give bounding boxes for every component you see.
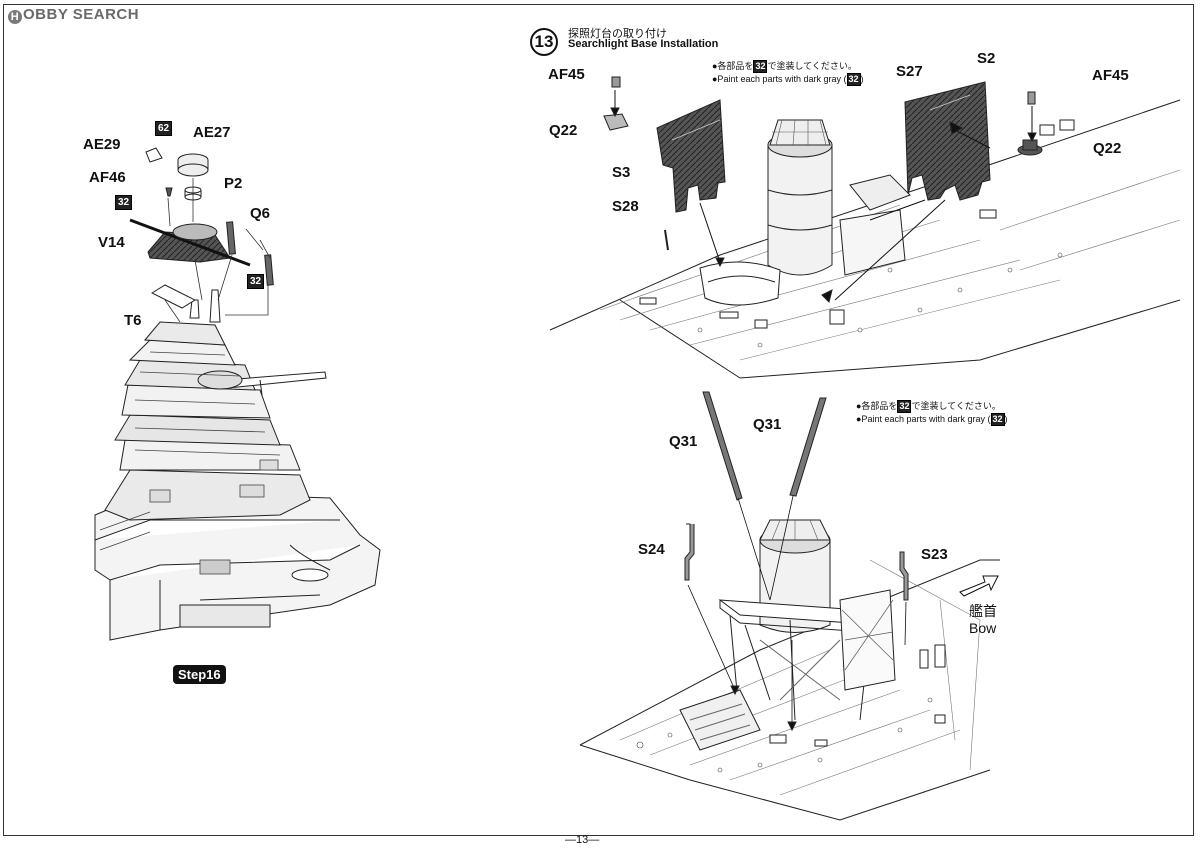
color-code-badge: 32	[846, 73, 861, 86]
searchlight-base-bottom-drawing	[579, 391, 1000, 821]
step-reference-badge: Step16	[173, 665, 226, 684]
part-label: S28	[612, 198, 639, 215]
part-label: P2	[224, 175, 243, 192]
logo-mark: H	[8, 10, 22, 24]
part-label: AF45	[1092, 67, 1129, 84]
bow-label-en: Bow	[969, 620, 997, 636]
part-label: S3	[612, 164, 631, 181]
bridge-tower-drawing	[94, 147, 381, 641]
part-label: AE27	[193, 124, 231, 141]
part-label: S27	[896, 63, 923, 80]
logo-text: OBBY SEARCH	[23, 6, 140, 23]
part-label: Q31	[753, 416, 782, 433]
part-label: V14	[98, 234, 125, 251]
part-label: AF45	[548, 66, 585, 83]
part-label: AE29	[83, 136, 121, 153]
part-label: AF46	[89, 169, 126, 186]
color-code-badge: 62	[155, 121, 173, 136]
page-number: —13—	[565, 834, 600, 846]
step-title-jp: 探照灯台の取り付け	[568, 27, 667, 40]
part-label: S23	[921, 546, 948, 563]
part-label: T6	[124, 312, 142, 329]
searchlight-base-top-drawing	[549, 76, 1181, 379]
part-label: Q22	[1093, 140, 1122, 157]
color-code-badge: 32	[897, 400, 912, 413]
bow-label-jp: 艦首	[969, 604, 997, 620]
part-label: S2	[977, 50, 996, 67]
page-frame	[3, 4, 1194, 836]
part-label: Q22	[549, 122, 578, 139]
part-label: Q31	[669, 433, 698, 450]
color-code-badge: 32	[753, 60, 768, 73]
part-label: Q6	[250, 205, 271, 222]
color-code-badge: 32	[115, 195, 133, 210]
part-label: S24	[638, 541, 665, 558]
color-code-badge: 32	[247, 274, 265, 289]
color-code-badge: 32	[990, 413, 1005, 426]
step-title-en: Searchlight Base Installation	[568, 38, 719, 50]
step-number-badge: 13	[530, 28, 558, 56]
